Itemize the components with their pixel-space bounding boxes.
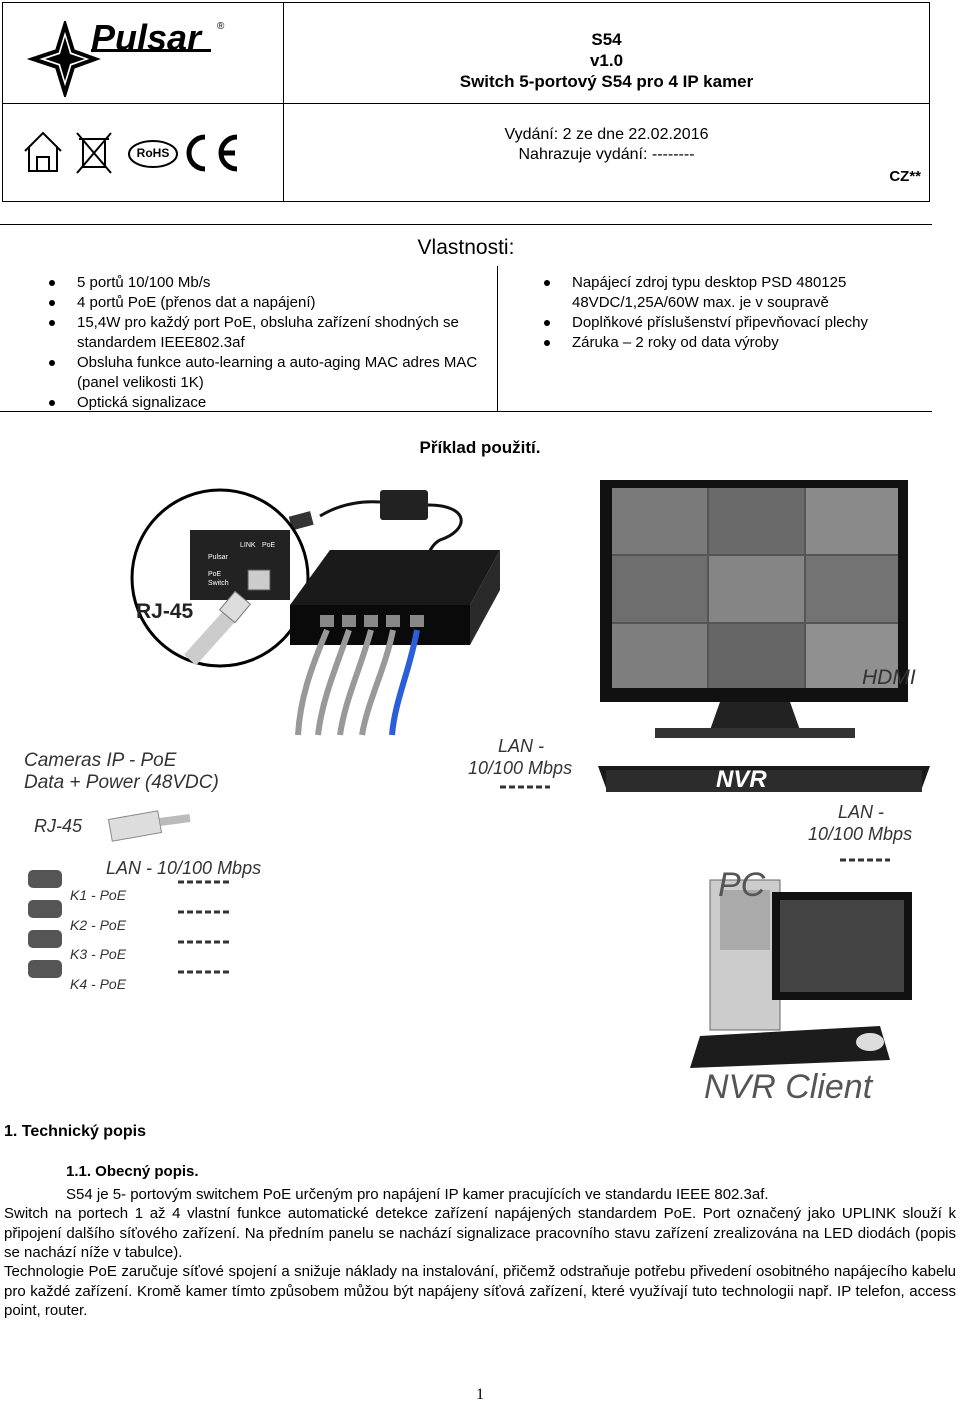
rj45-zoom-icon — [130, 488, 310, 668]
paragraph-1: S54 je 5- portovým switchem PoE určeným … — [66, 1186, 769, 1203]
switch-name: PoE Switch — [208, 571, 229, 587]
nvr-client-label: NVR Client — [704, 1068, 873, 1106]
feature-item: Doplňkové příslušenství připevňovací ple… — [544, 313, 917, 333]
lan-pc-label-2: 10/100 Mbps — [808, 824, 913, 844]
feature-item: 15,4W pro každý port PoE, obsluha zaříze… — [49, 313, 487, 353]
lan-cameras-label: LAN - 10/100 Mbps — [106, 858, 262, 878]
cameras-label-2: Data + Power (48VDC) — [24, 772, 219, 793]
cameras-label-1: Cameras IP - PoE — [24, 750, 177, 771]
feature-item: Obsluha funkce auto-learning a auto-agin… — [49, 353, 487, 393]
model-name: S54 — [591, 30, 622, 49]
features-list-left: 5 portů 10/100 Mb/s 4 portů PoE (přenos … — [49, 273, 487, 413]
issue-line: Vydání: 2 ze dne 22.02.2016 — [504, 126, 709, 143]
language-code: CZ** — [889, 168, 921, 185]
feature-item: 5 portů 10/100 Mb/s — [49, 273, 487, 293]
feature-item: Optická signalizace — [49, 393, 487, 413]
power-supply-icon — [288, 490, 463, 621]
subsection-heading: 1.1. Obecný popis. — [66, 1163, 199, 1180]
feature-item: Napájecí zdroj typu desktop PSD 480125 4… — [544, 273, 917, 313]
product-title: Switch 5-portový S54 pro 4 IP kamer — [459, 72, 754, 91]
poe-switch-icon — [290, 550, 500, 645]
lan-switch-label-2: 10/100 Mbps — [468, 758, 573, 778]
page-number: 1 — [476, 1386, 484, 1403]
header-box: Pulsar ® S54 v1.0 Switch 5-portový S54 p… — [2, 2, 930, 202]
features-title: Vlastnosti: — [417, 236, 515, 259]
rj45-top-label: RJ-45 — [136, 600, 194, 623]
camera-port-k1: K1 - PoE — [70, 887, 127, 903]
version: v1.0 — [589, 51, 624, 70]
pulsar-logo: Pulsar ® — [25, 17, 265, 100]
nvr-label: NVR — [716, 766, 767, 793]
rj45-plug-icon — [107, 810, 191, 842]
replaces-line: Nahrazuje vydání: -------- — [518, 146, 695, 163]
paragraph-2: Switch na portech 1 až 4 vlastní funkce … — [4, 1205, 956, 1262]
indoor-use-icon — [24, 131, 62, 172]
switch-port-link: LINK — [240, 542, 256, 549]
switch-port-poe: PoE — [262, 542, 276, 549]
weee-bin-icon — [76, 132, 112, 174]
monitor-icon — [600, 480, 908, 738]
pc-icon — [690, 879, 912, 1068]
feature-item: 4 portů PoE (přenos dat a napájení) — [49, 293, 487, 313]
ce-mark-icon — [186, 134, 238, 172]
paragraph-3: Technologie PoE zaručuje síťové spojení … — [4, 1263, 956, 1320]
camera-port-k4: K4 - PoE — [70, 976, 127, 992]
rohs-label: RoHS — [136, 146, 170, 160]
pc-label: PC — [718, 866, 766, 904]
feature-item: Záruka – 2 roky od data výroby — [544, 333, 917, 353]
features-list-right: Napájecí zdroj typu desktop PSD 480125 4… — [544, 273, 917, 353]
nvr-device-icon — [598, 766, 930, 792]
diagram-title: Příklad použití. — [419, 438, 541, 457]
camera-icons — [28, 870, 62, 978]
lan-switch-label-1: LAN - — [498, 736, 545, 756]
camera-port-k3: K3 - PoE — [70, 946, 127, 962]
lan-pc-label-1: LAN - — [838, 802, 885, 822]
switch-brand: Pulsar — [208, 554, 228, 561]
certification-icons: RoHS — [19, 127, 259, 177]
rj45-bottom-label: RJ-45 — [34, 816, 83, 836]
application-diagram: RJ-45 LINK PoE Pulsar PoE Switch HDMI Ca… — [0, 470, 960, 1120]
logo-text: Pulsar — [91, 17, 202, 58]
camera-port-k2: K2 - PoE — [70, 917, 127, 933]
section-heading: 1. Technický popis — [4, 1123, 146, 1140]
hdmi-label: HDMI — [862, 666, 916, 689]
